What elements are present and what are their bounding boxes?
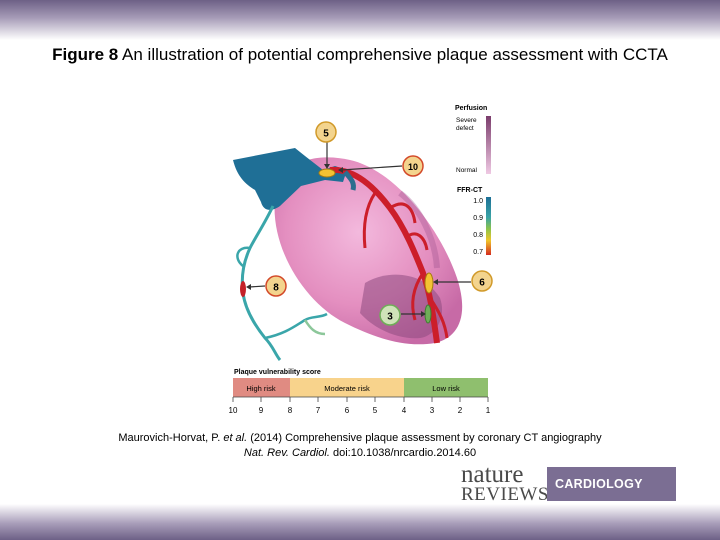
nature-reviews-logo: nature REVIEWS — [461, 461, 548, 505]
figure-label: Figure 8 — [52, 45, 119, 64]
score-band-low — [404, 378, 488, 397]
score-tick-6: 6 — [345, 406, 350, 415]
perfusion-normal-label: Normal — [456, 167, 478, 174]
perfusion-colorbar — [486, 116, 491, 174]
marker-6 — [471, 270, 493, 292]
score-band-moderate-label: Moderate risk — [324, 384, 370, 393]
caption-title: (2014) Comprehensive plaque assessment b… — [247, 432, 602, 444]
plaque-6 — [424, 272, 434, 294]
score-title: Plaque vulnerability score — [234, 369, 321, 376]
logo-section-text: CARDIOLOGY — [555, 477, 643, 491]
plaque-5 — [318, 168, 336, 178]
marker-8 — [265, 275, 287, 297]
ffr-tick-0.9: 0.9 — [473, 215, 483, 222]
score-tick-2: 2 — [458, 406, 463, 415]
score-tick-7: 7 — [316, 406, 321, 415]
top-gradient-band — [0, 0, 720, 40]
score-axis — [232, 396, 489, 402]
ffr-tick-1.0: 1.0 — [473, 198, 483, 205]
marker-5-label: 5 — [323, 129, 329, 140]
caption-authors: Maurovich-Horvat, P. — [118, 432, 224, 444]
perfusion-legend-title: Perfusion — [455, 105, 487, 112]
plaque-assessment-illustration: 5 10 8 6 3 Perfusion Severe defect Norma… — [229, 105, 493, 415]
ffr-tick-0.7: 0.7 — [473, 249, 483, 256]
caption-doi: doi:10.1038/nrcardio.2014.60 — [329, 447, 477, 459]
score-tick-10: 10 — [229, 406, 238, 415]
score-tick-9: 9 — [259, 406, 264, 415]
plaque-8 — [240, 281, 246, 297]
figure-title-text: An illustration of potential comprehensi… — [118, 45, 668, 64]
score-band-high — [233, 378, 290, 397]
cardiology-logo-box: CARDIOLOGY — [547, 467, 676, 501]
figure-title: Figure 8 An illustration of potential co… — [40, 44, 680, 66]
bottom-gradient-band — [0, 504, 720, 540]
score-tick-8: 8 — [288, 406, 293, 415]
score-tick-4: 4 — [402, 406, 407, 415]
marker-8-label: 8 — [273, 283, 279, 294]
score-band-high-label: High risk — [246, 384, 275, 393]
caption-line-1: Maurovich-Horvat, P. et al. (2014) Compr… — [40, 431, 680, 446]
marker-3 — [379, 304, 401, 326]
caption-line-2: Nat. Rev. Cardiol. doi:10.1038/nrcardio.… — [40, 446, 680, 461]
logo-reviews-text: REVIEWS — [461, 484, 549, 505]
caption-journal: Nat. Rev. Cardiol. — [243, 447, 330, 459]
figure-caption: Maurovich-Horvat, P. et al. (2014) Compr… — [40, 431, 680, 461]
score-tick-5: 5 — [373, 406, 378, 415]
perfusion-severe-label: Severe — [456, 117, 477, 124]
marker-10 — [402, 155, 424, 177]
logo-nature-text: nature — [461, 461, 524, 488]
score-tick-3: 3 — [430, 406, 435, 415]
perfusion-defect-region — [360, 274, 443, 339]
score-tick-1: 1 — [486, 406, 491, 415]
perfusion-defect-label: defect — [456, 125, 474, 132]
left-anterior-descending — [329, 166, 440, 344]
marker-5 — [315, 121, 337, 143]
aorta — [233, 148, 347, 210]
marker-6-label: 6 — [479, 278, 485, 289]
marker-10-label: 10 — [408, 162, 418, 172]
score-band-low-label: Low risk — [432, 384, 460, 393]
marker-3-label: 3 — [387, 312, 393, 323]
ffr-tick-0.8: 0.8 — [473, 232, 483, 239]
ffr-legend-title: FFR-CT — [457, 187, 483, 194]
caption-etal: et al. — [223, 432, 248, 444]
ffr-colorbar — [486, 197, 491, 255]
score-band-moderate — [290, 378, 404, 397]
